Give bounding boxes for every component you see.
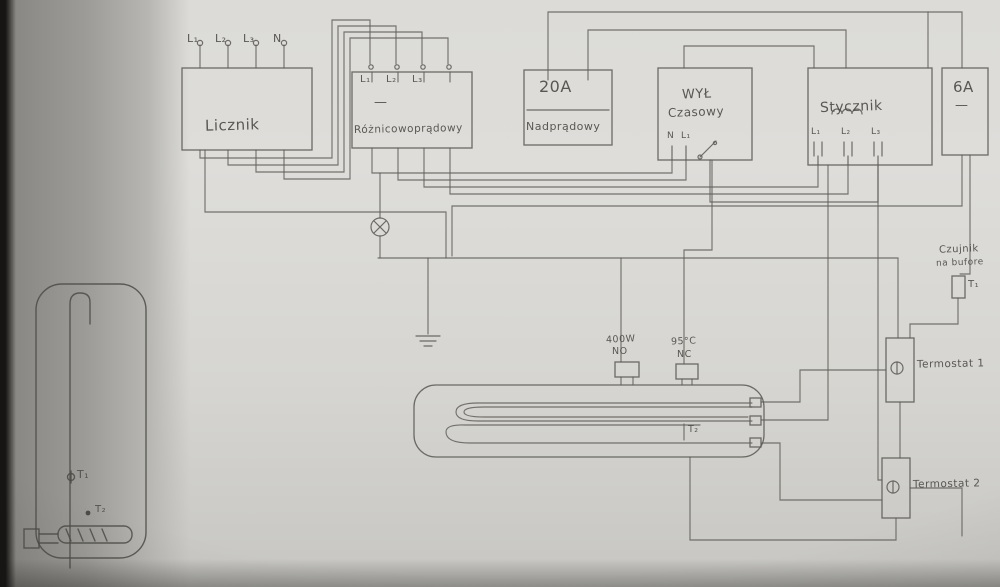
sensor-caption: na bufore <box>935 257 984 269</box>
meter-terminal-label: L₃ <box>243 32 255 45</box>
contactor-terminal-label: L₁ <box>811 127 821 137</box>
timer-terminal-l1-label: L₁ <box>681 131 691 141</box>
wire <box>620 376 693 386</box>
rcd-terminal-label: L₃ <box>412 74 423 85</box>
boiler-element-hatch <box>65 528 108 542</box>
breaker6a-dash: — <box>955 98 969 113</box>
thermostat2-dial-icon <box>886 480 900 494</box>
wire <box>760 442 883 501</box>
wire <box>445 424 753 444</box>
wire <box>760 369 887 403</box>
nc-switch-body <box>675 363 699 380</box>
wire <box>909 297 959 339</box>
timer-switch-icon <box>671 140 718 161</box>
wire <box>927 11 963 69</box>
timer-terminal-n-label: N <box>667 131 675 141</box>
thermostat2-box <box>881 457 911 519</box>
ground-icon <box>415 335 441 347</box>
wire <box>283 37 449 180</box>
paper-left-shadow <box>0 0 190 587</box>
wire <box>451 154 963 257</box>
boiler-bottom-probe-label: T₂ <box>95 504 107 515</box>
thermostat2-label: Termostat 2 <box>912 477 981 491</box>
wire <box>377 257 899 339</box>
boiler-bottom-probe-icon <box>85 510 91 516</box>
boiler-sketch <box>23 283 147 569</box>
boiler-dip-pipe <box>69 292 91 569</box>
wire <box>204 149 447 259</box>
contactor-terminal-label: L₃ <box>871 127 881 137</box>
sensor-caption: Czujnik <box>938 243 979 256</box>
no-switch-power-label: 400W <box>605 333 636 346</box>
wire <box>959 154 971 275</box>
contactor-label: Stycznik <box>819 97 883 117</box>
breaker20a-label: Nadprądowy <box>526 120 601 133</box>
breaker6a-rating: 6A <box>953 78 974 96</box>
lamp-icon <box>370 217 390 237</box>
thermostat1-box <box>885 337 915 403</box>
rcd-dash: — <box>374 95 388 110</box>
sensor-tag: T₁ <box>968 279 980 290</box>
nc-switch-type-label: NC <box>677 349 692 360</box>
boiler-flange-lines <box>38 533 59 544</box>
wires <box>199 11 971 541</box>
meter-box <box>181 67 313 151</box>
no-switch-body <box>614 361 640 378</box>
meter-terminal-label: L₁ <box>187 32 199 45</box>
thermostat1-label: Termostat 1 <box>916 357 985 371</box>
rcd-terminal-label: L₂ <box>386 74 397 85</box>
wire <box>449 147 849 195</box>
rcd-label: Różnicowoprądowy <box>353 122 463 136</box>
wire <box>683 45 815 69</box>
contactor-box <box>807 67 933 166</box>
meter-label: Licznik <box>204 115 260 135</box>
contactor-contacts-icon <box>813 141 883 166</box>
wire <box>587 29 847 71</box>
wire <box>547 69 589 81</box>
wire <box>371 71 451 83</box>
wire <box>689 456 897 541</box>
breaker20a-rating: 20A <box>539 77 572 96</box>
wire <box>199 44 285 69</box>
heater-body <box>413 384 765 458</box>
rcd-box <box>351 71 473 149</box>
rcd-terminal-label: L₁ <box>360 74 371 85</box>
wire <box>877 164 883 481</box>
contactor-terminal-label: L₂ <box>841 127 851 137</box>
breaker6a-box <box>941 67 989 156</box>
boiler-element-flange <box>23 528 40 549</box>
heater-probe-tag: T₂ <box>688 424 699 435</box>
no-switch-type-label: NO <box>612 346 628 357</box>
symbols <box>196 39 904 494</box>
thermostat1-dial-icon <box>890 361 904 375</box>
wire <box>423 147 819 188</box>
component-boxes <box>181 67 989 519</box>
wire-hook-icons <box>196 39 452 70</box>
boiler-top-probe-icon <box>66 470 76 484</box>
wire <box>909 487 963 537</box>
wire <box>683 159 713 365</box>
wire <box>255 31 423 173</box>
wire <box>371 147 673 174</box>
boiler-tank <box>35 283 147 559</box>
wire <box>547 11 929 71</box>
meter-terminal-label: L₂ <box>215 32 227 45</box>
sensor-box <box>951 275 966 299</box>
timer-title: Czasowy <box>667 104 725 120</box>
meter-terminal-label: N <box>273 32 282 45</box>
boiler-top-probe-label: T₁ <box>77 468 90 481</box>
nc-switch-temp-label: 95°C <box>670 335 697 348</box>
wire <box>455 402 753 422</box>
photo-left-edge <box>0 0 16 587</box>
wire <box>199 19 371 159</box>
wire <box>463 406 753 418</box>
contactor-coil-icon <box>831 108 863 115</box>
wire <box>709 159 879 203</box>
breaker20a-box <box>523 69 613 146</box>
timer-title: WYŁ <box>681 86 712 103</box>
wire <box>397 147 687 181</box>
timer-box <box>657 67 753 161</box>
wire <box>760 164 829 421</box>
